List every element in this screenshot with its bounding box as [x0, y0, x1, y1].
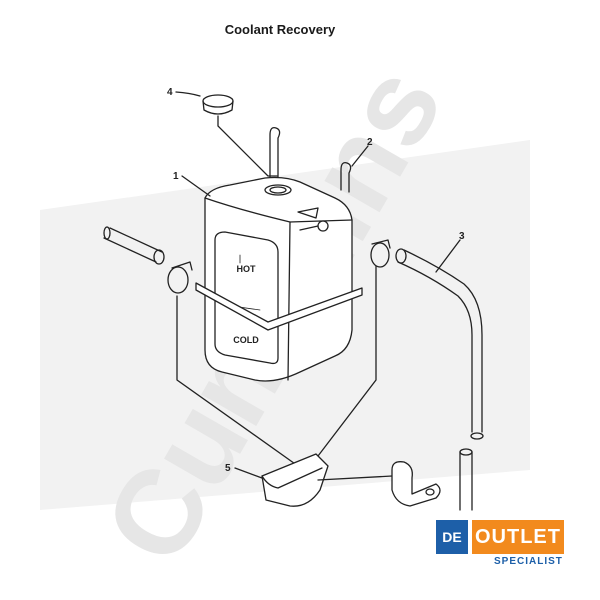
badge-specialist: SPECIALIST [494, 556, 563, 567]
coolant-reservoir-tank [195, 176, 363, 382]
reservoir-cap [202, 94, 234, 115]
badge-de: DE [436, 520, 468, 554]
tank-cold-label: COLD [233, 335, 259, 345]
callout-1: 1 [173, 171, 179, 182]
overflow-hose [395, 248, 484, 511]
callout-4: 4 [167, 87, 173, 98]
callout-3: 3 [459, 231, 465, 242]
mounting-bracket [261, 453, 329, 507]
callout-5: 5 [225, 463, 231, 474]
hose-clamp-right [370, 239, 391, 268]
diagram-title: Coolant Recovery [224, 22, 336, 37]
tank-hot-label: HOT [237, 264, 257, 274]
hose-clamp-left [167, 261, 193, 294]
hose-left [103, 226, 165, 265]
callout-2: 2 [367, 137, 373, 148]
outlet-specialist-badge: DE OUTLET SPECIALIST [436, 518, 570, 570]
hose-clip [391, 461, 441, 507]
badge-outlet: OUTLET [472, 520, 564, 554]
mounting-bracket-hooks [269, 127, 352, 193]
